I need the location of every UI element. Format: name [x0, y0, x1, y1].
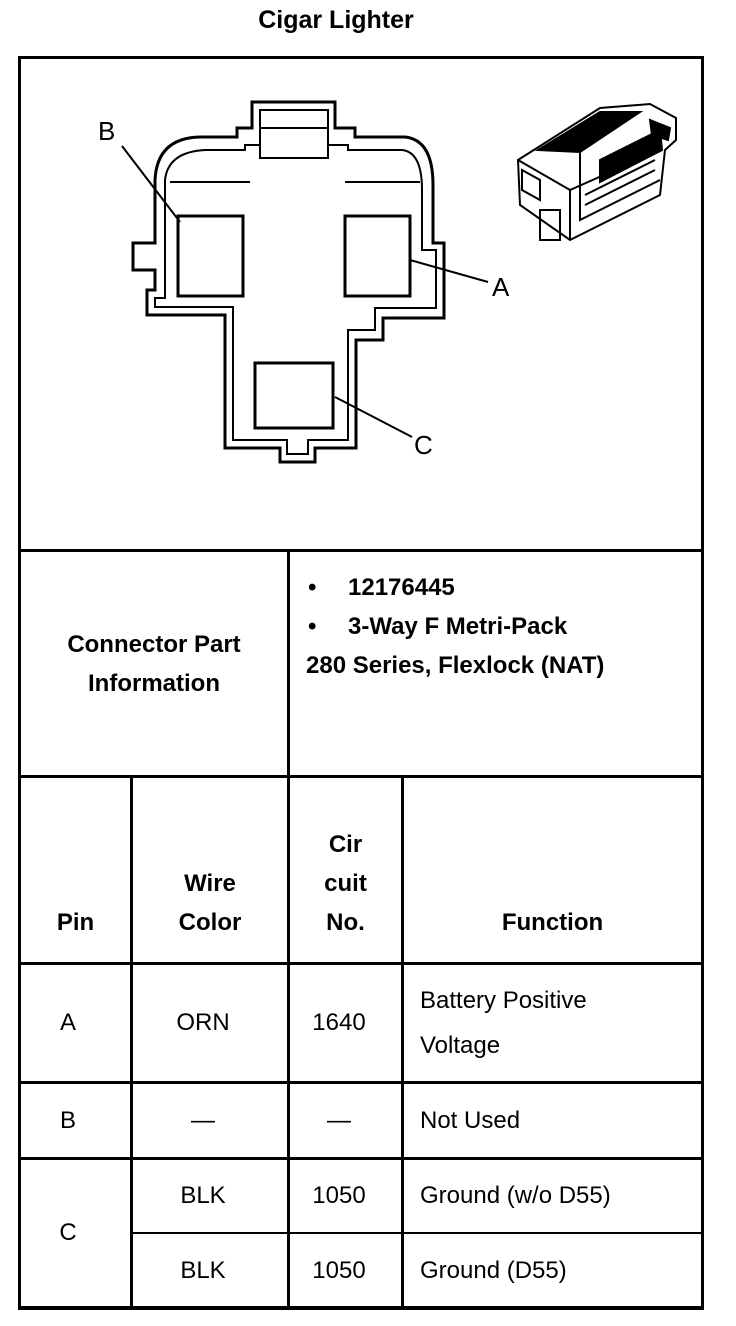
- row-c2-circuit-no: 1050: [312, 1257, 366, 1284]
- pin-label-c: C: [414, 430, 433, 460]
- divider-col-circuit: [401, 775, 404, 1310]
- row-a-circuit-no: 1640: [312, 1009, 366, 1036]
- part-description: 3-Way F Metri-Pack: [348, 613, 568, 640]
- part-series: 280 Series, Flexlock (NAT): [306, 652, 605, 679]
- cavity-b: [176, 214, 245, 298]
- divider-row-b-bottom: [18, 1157, 704, 1160]
- connector-part-details: •12176445 •3-Way F Metri-Pack 280 Series…: [306, 568, 698, 685]
- divider-col-wire: [287, 775, 290, 1310]
- row-c2-wire-color: BLK: [180, 1257, 226, 1284]
- connector-inner-outline: [154, 109, 437, 455]
- divider-diagram-bottom: [18, 549, 704, 552]
- connector-housing-outline: [131, 100, 446, 464]
- part-number: 12176445: [348, 574, 455, 601]
- cavity-c: [253, 361, 335, 430]
- divider-partinfo-bottom: [18, 775, 704, 778]
- header-wire-color: Wire Color: [178, 870, 242, 936]
- connector-latch: [259, 127, 329, 159]
- cavity-a: [343, 214, 412, 298]
- row-a-pin: A: [59, 1009, 76, 1036]
- leader-a: [409, 259, 489, 283]
- pin-label-a: A: [492, 272, 510, 302]
- row-b-wire-color: —: [191, 1106, 215, 1134]
- connector-part-label: Connector Part Information: [67, 630, 241, 697]
- page-title: Cigar Lighter: [258, 6, 414, 34]
- leader-b: [121, 145, 181, 223]
- pin-label-b: B: [98, 116, 115, 146]
- row-b-pin: B: [59, 1106, 76, 1134]
- header-pin: Pin: [56, 909, 95, 936]
- row-b-circuit-no: —: [327, 1106, 351, 1134]
- divider-partinfo-vertical: [287, 549, 290, 777]
- row-c-pin: C: [59, 1219, 77, 1246]
- divider-row-a-bottom: [18, 1081, 704, 1084]
- connector-3d-view: [516, 102, 677, 242]
- row-c1-wire-color: BLK: [180, 1182, 226, 1209]
- row-a-function: Battery Positive Voltage: [420, 987, 587, 1059]
- row-c1-function: Ground (w/o D55): [420, 1182, 611, 1209]
- header-circuit-no: Cir cuit No.: [324, 831, 367, 936]
- row-c2-function: Ground (D55): [420, 1257, 567, 1284]
- header-function: Function: [501, 909, 604, 936]
- divider-row-c1-bottom: [130, 1232, 704, 1234]
- connector-table-frame: [18, 56, 704, 1310]
- row-a-wire-color: ORN: [176, 1009, 230, 1036]
- divider-header-bottom: [18, 962, 704, 965]
- row-b-function: Not Used: [420, 1106, 521, 1134]
- leader-c: [334, 396, 413, 438]
- row-c1-circuit-no: 1050: [312, 1182, 366, 1209]
- connector-face-diagram: B A C: [98, 100, 677, 464]
- divider-col-pin: [130, 775, 133, 1310]
